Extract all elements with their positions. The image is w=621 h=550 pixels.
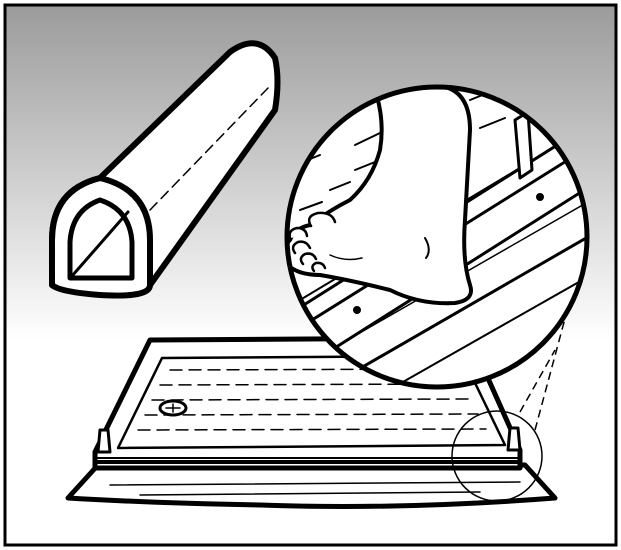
- screw-dot-1: [354, 307, 361, 314]
- screw-dot-2: [537, 194, 544, 201]
- tray-left-lip: [98, 430, 110, 452]
- tray-skirt: [68, 465, 555, 506]
- tray-right-lip: [508, 428, 520, 450]
